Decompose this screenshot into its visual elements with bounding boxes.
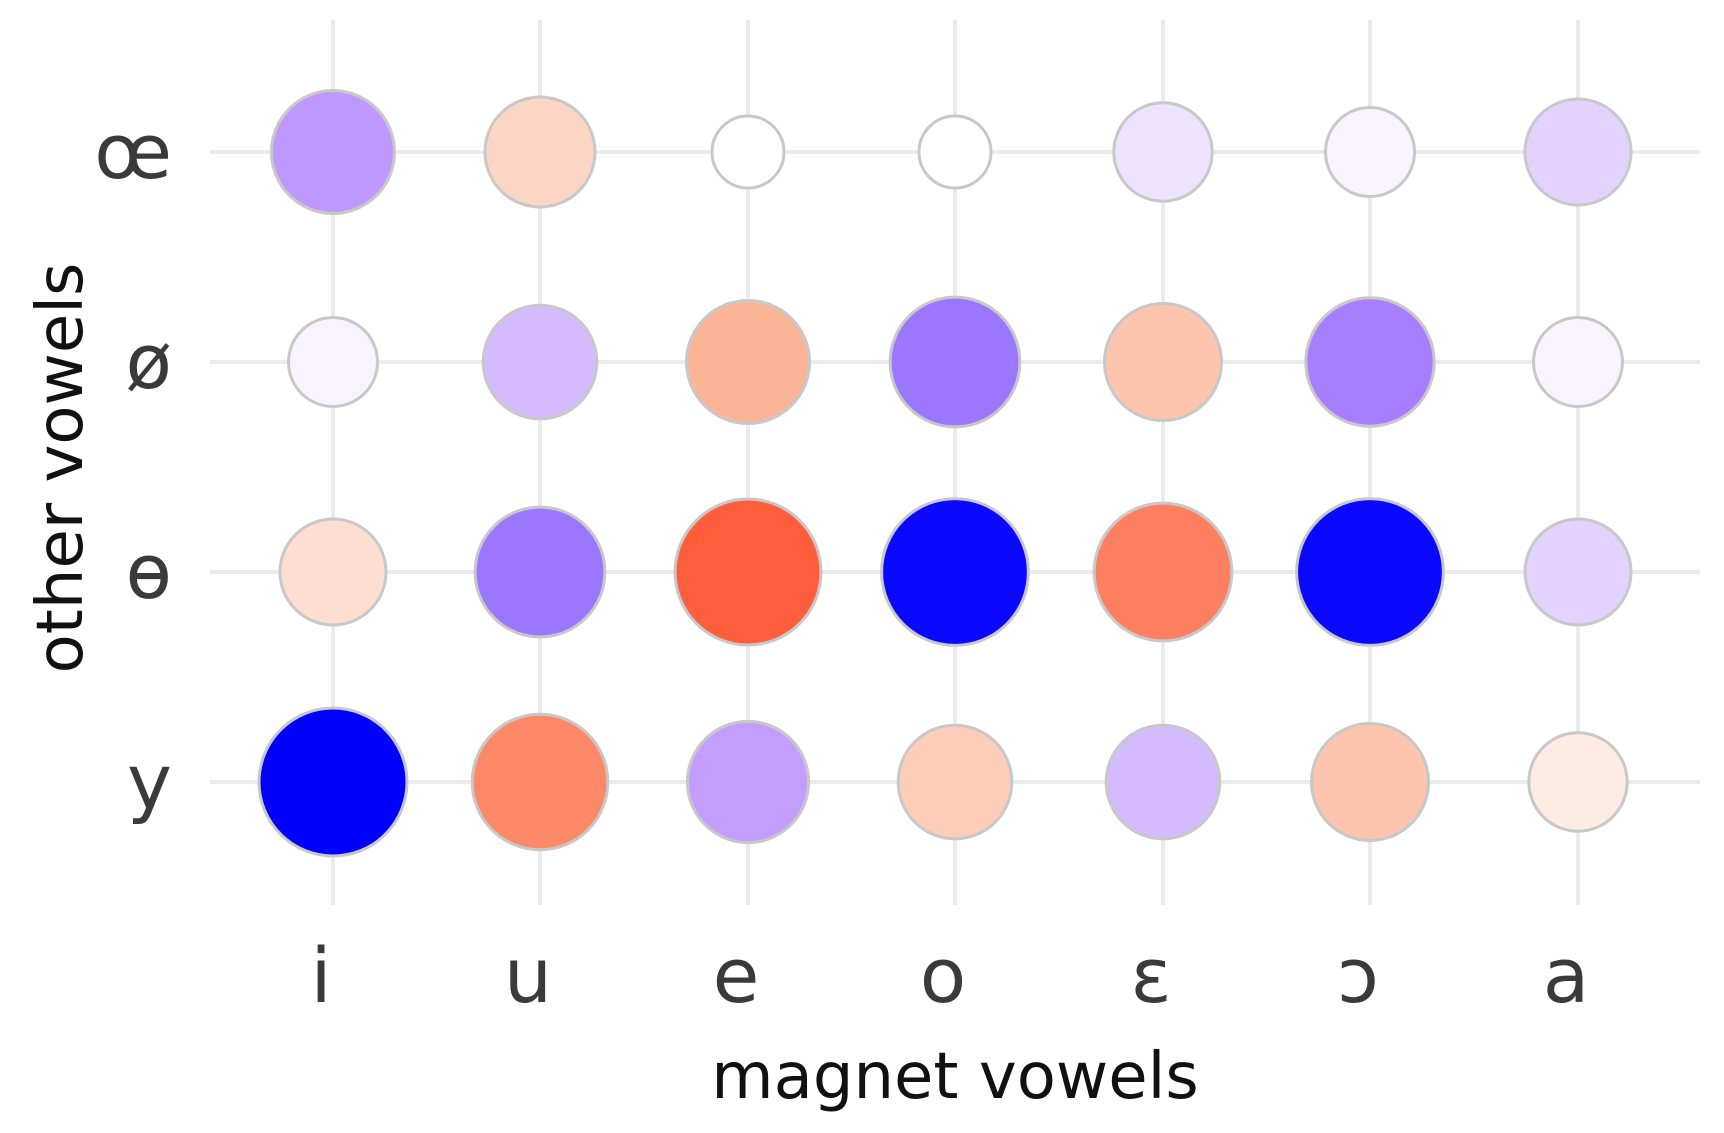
bubble-e-œ — [710, 114, 786, 190]
y-axis-title: other vowels — [24, 263, 98, 674]
y-tick-label: œ — [94, 107, 172, 196]
bubbles — [257, 89, 1633, 858]
x-tick-label: a — [1543, 931, 1590, 1020]
bubble-o-y — [896, 723, 1014, 841]
x-tick-label: e — [713, 931, 760, 1020]
y-tick-label: ø — [126, 317, 173, 406]
y-tick-labels: y ɵ ø œ — [94, 107, 172, 826]
bubble-o-ø — [888, 295, 1022, 429]
x-tick-label: ɔ — [1337, 931, 1379, 1020]
bubble-a-ø — [1532, 316, 1624, 408]
bubble-u-y — [470, 712, 610, 852]
bubble-e-ø — [685, 299, 811, 425]
x-tick-label: i — [310, 931, 331, 1020]
bubble-o-ɵ — [880, 497, 1030, 647]
bubble-ɛ-ɵ — [1092, 501, 1234, 643]
bubble-ɔ-y — [1310, 722, 1430, 842]
x-tick-label: u — [504, 931, 552, 1020]
x-tick-label: ɛ — [1130, 931, 1171, 1020]
bubble-e-y — [685, 719, 811, 845]
bubble-ɔ-ø — [1304, 296, 1436, 428]
y-tick-label: ɵ — [126, 527, 173, 616]
bubble-u-œ — [483, 95, 597, 209]
bubble-a-œ — [1523, 97, 1633, 207]
bubble-ɔ-ɵ — [1295, 497, 1445, 647]
bubble-ɛ-œ — [1112, 101, 1214, 203]
bubble-u-ø — [481, 303, 599, 421]
bubble-i-ø — [287, 316, 379, 408]
bubble-o-œ — [917, 114, 993, 190]
x-tick-label: o — [920, 931, 967, 1020]
bubble-e-ɵ — [673, 497, 823, 647]
bubble-a-ɵ — [1523, 517, 1633, 627]
bubble-i-y — [257, 706, 409, 858]
bubble-i-œ — [270, 89, 396, 215]
bubble-ɛ-y — [1104, 723, 1222, 841]
bubble-u-ɵ — [473, 505, 607, 639]
bubble-i-ɵ — [278, 517, 388, 627]
y-tick-label: y — [127, 737, 172, 826]
x-axis-title: magnet vowels — [711, 1040, 1198, 1114]
bubble-ɛ-ø — [1103, 302, 1223, 422]
bubble-ɔ-œ — [1324, 106, 1416, 198]
bubble-a-y — [1527, 731, 1629, 833]
